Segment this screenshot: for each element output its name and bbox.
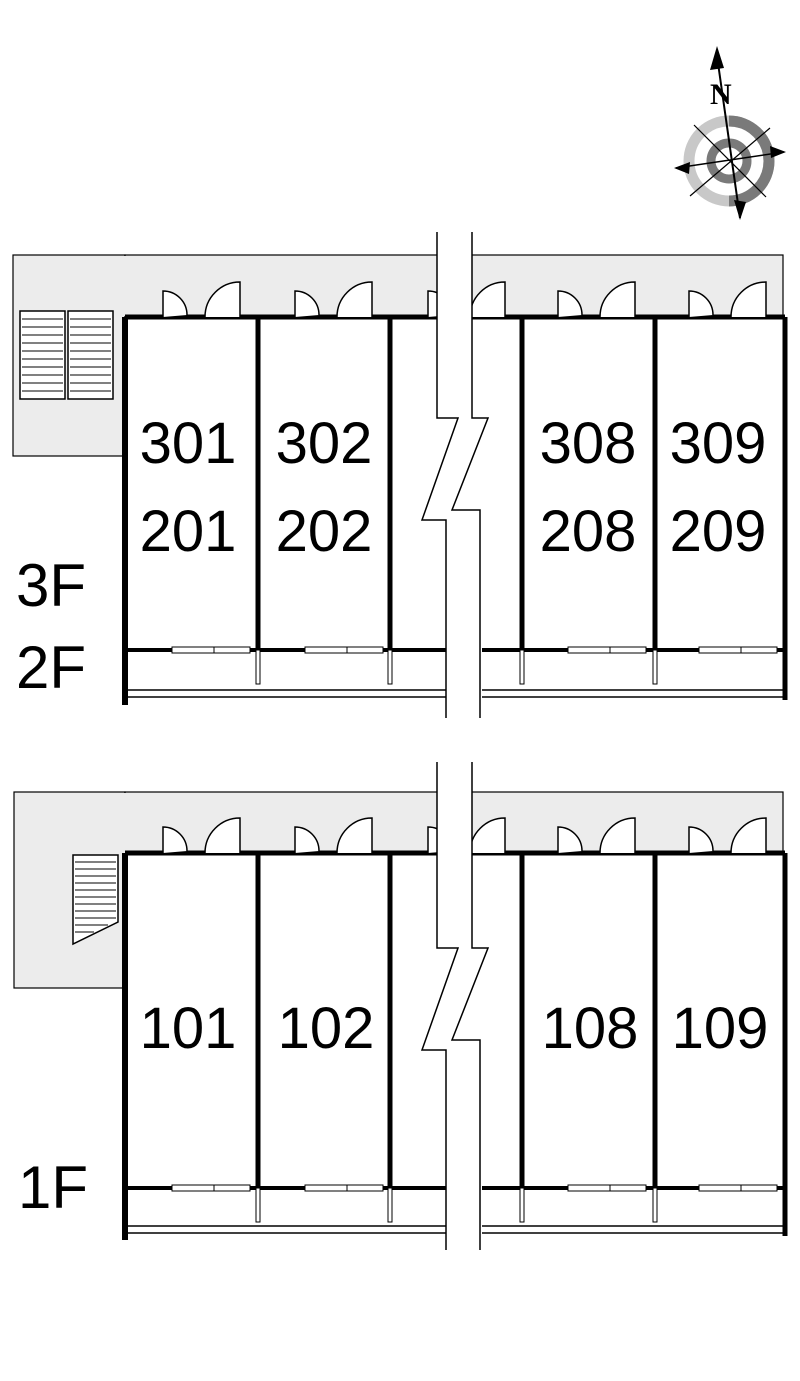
lower-doors — [162, 817, 767, 854]
unit-label-109: 109 — [672, 996, 769, 1061]
stairs-icon — [72, 854, 119, 946]
floor-label-2f: 2F — [16, 634, 86, 701]
unit-label-208: 208 — [540, 499, 637, 564]
lower-break-mark — [420, 762, 490, 1250]
north-arrow-compass-icon — [674, 46, 786, 220]
floor-label-3f: 3F — [16, 552, 86, 619]
double-stairs-icon — [19, 310, 114, 400]
upper-block: 301 201 302 202 308 208 309 209 3F 2F — [12, 232, 788, 718]
lower-block: 101 102 108 109 1F — [13, 762, 788, 1250]
upper-doors — [162, 281, 767, 318]
unit-label-101: 101 — [140, 996, 237, 1061]
unit-label-202: 202 — [276, 499, 373, 564]
compass-north-label: N — [710, 78, 732, 111]
unit-label-108: 108 — [542, 996, 639, 1061]
unit-label-308: 308 — [540, 411, 637, 476]
unit-label-209: 209 — [670, 499, 767, 564]
unit-label-302: 302 — [276, 411, 373, 476]
floor-label-1f: 1F — [18, 1154, 88, 1221]
unit-label-102: 102 — [278, 996, 375, 1061]
unit-label-309: 309 — [670, 411, 767, 476]
unit-label-301: 301 — [140, 411, 237, 476]
compass: N — [674, 46, 786, 220]
upper-break-mark — [420, 232, 490, 718]
unit-label-201: 201 — [140, 499, 237, 564]
